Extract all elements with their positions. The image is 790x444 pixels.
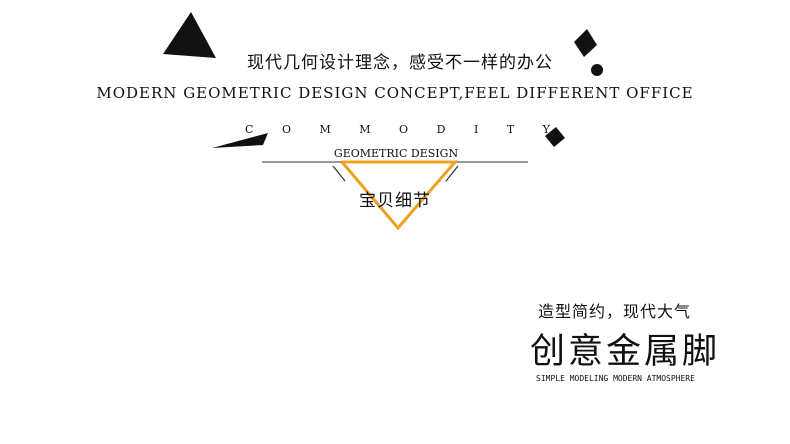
commodity-letter: C: [245, 123, 254, 136]
feature-slogan-big: 创意金属脚: [530, 332, 721, 372]
product-details-label: 宝贝细节: [359, 191, 431, 211]
commodity-letter: O: [399, 123, 409, 136]
feature-slogan-en: SIMPLE MODELING MODERN ATMOSPHERE: [536, 374, 695, 383]
geometric-design-label: GEOMETRIC DESIGN: [333, 147, 459, 160]
commodity-letter: O: [281, 123, 291, 136]
commodity-letter: I: [473, 123, 479, 136]
commodity-letter: D: [436, 123, 446, 136]
black-wedge: [212, 133, 268, 148]
orange-triangle-frame: [340, 160, 459, 231]
feature-slogan-small: 造型简约，现代大气: [538, 302, 692, 321]
slant-line-right: [445, 165, 459, 182]
slant-line-left: [332, 165, 346, 182]
commodity-letter: T: [506, 123, 515, 136]
header-cn-title: 现代几何设计理念，感受不一样的办公: [247, 53, 553, 73]
black-triangle-large: [163, 12, 216, 58]
commodity-letters: C O M M O D I T Y: [245, 123, 550, 136]
header-en-title: MODERN GEOMETRIC DESIGN CONCEPT,FEEL DIF…: [96, 84, 694, 102]
commodity-letter: M: [319, 123, 331, 136]
commodity-letter: Y: [542, 123, 550, 136]
black-parallelogram: [574, 29, 597, 57]
commodity-letter: M: [359, 123, 371, 136]
black-dot: [591, 64, 603, 76]
black-diamond-small: [545, 127, 565, 147]
